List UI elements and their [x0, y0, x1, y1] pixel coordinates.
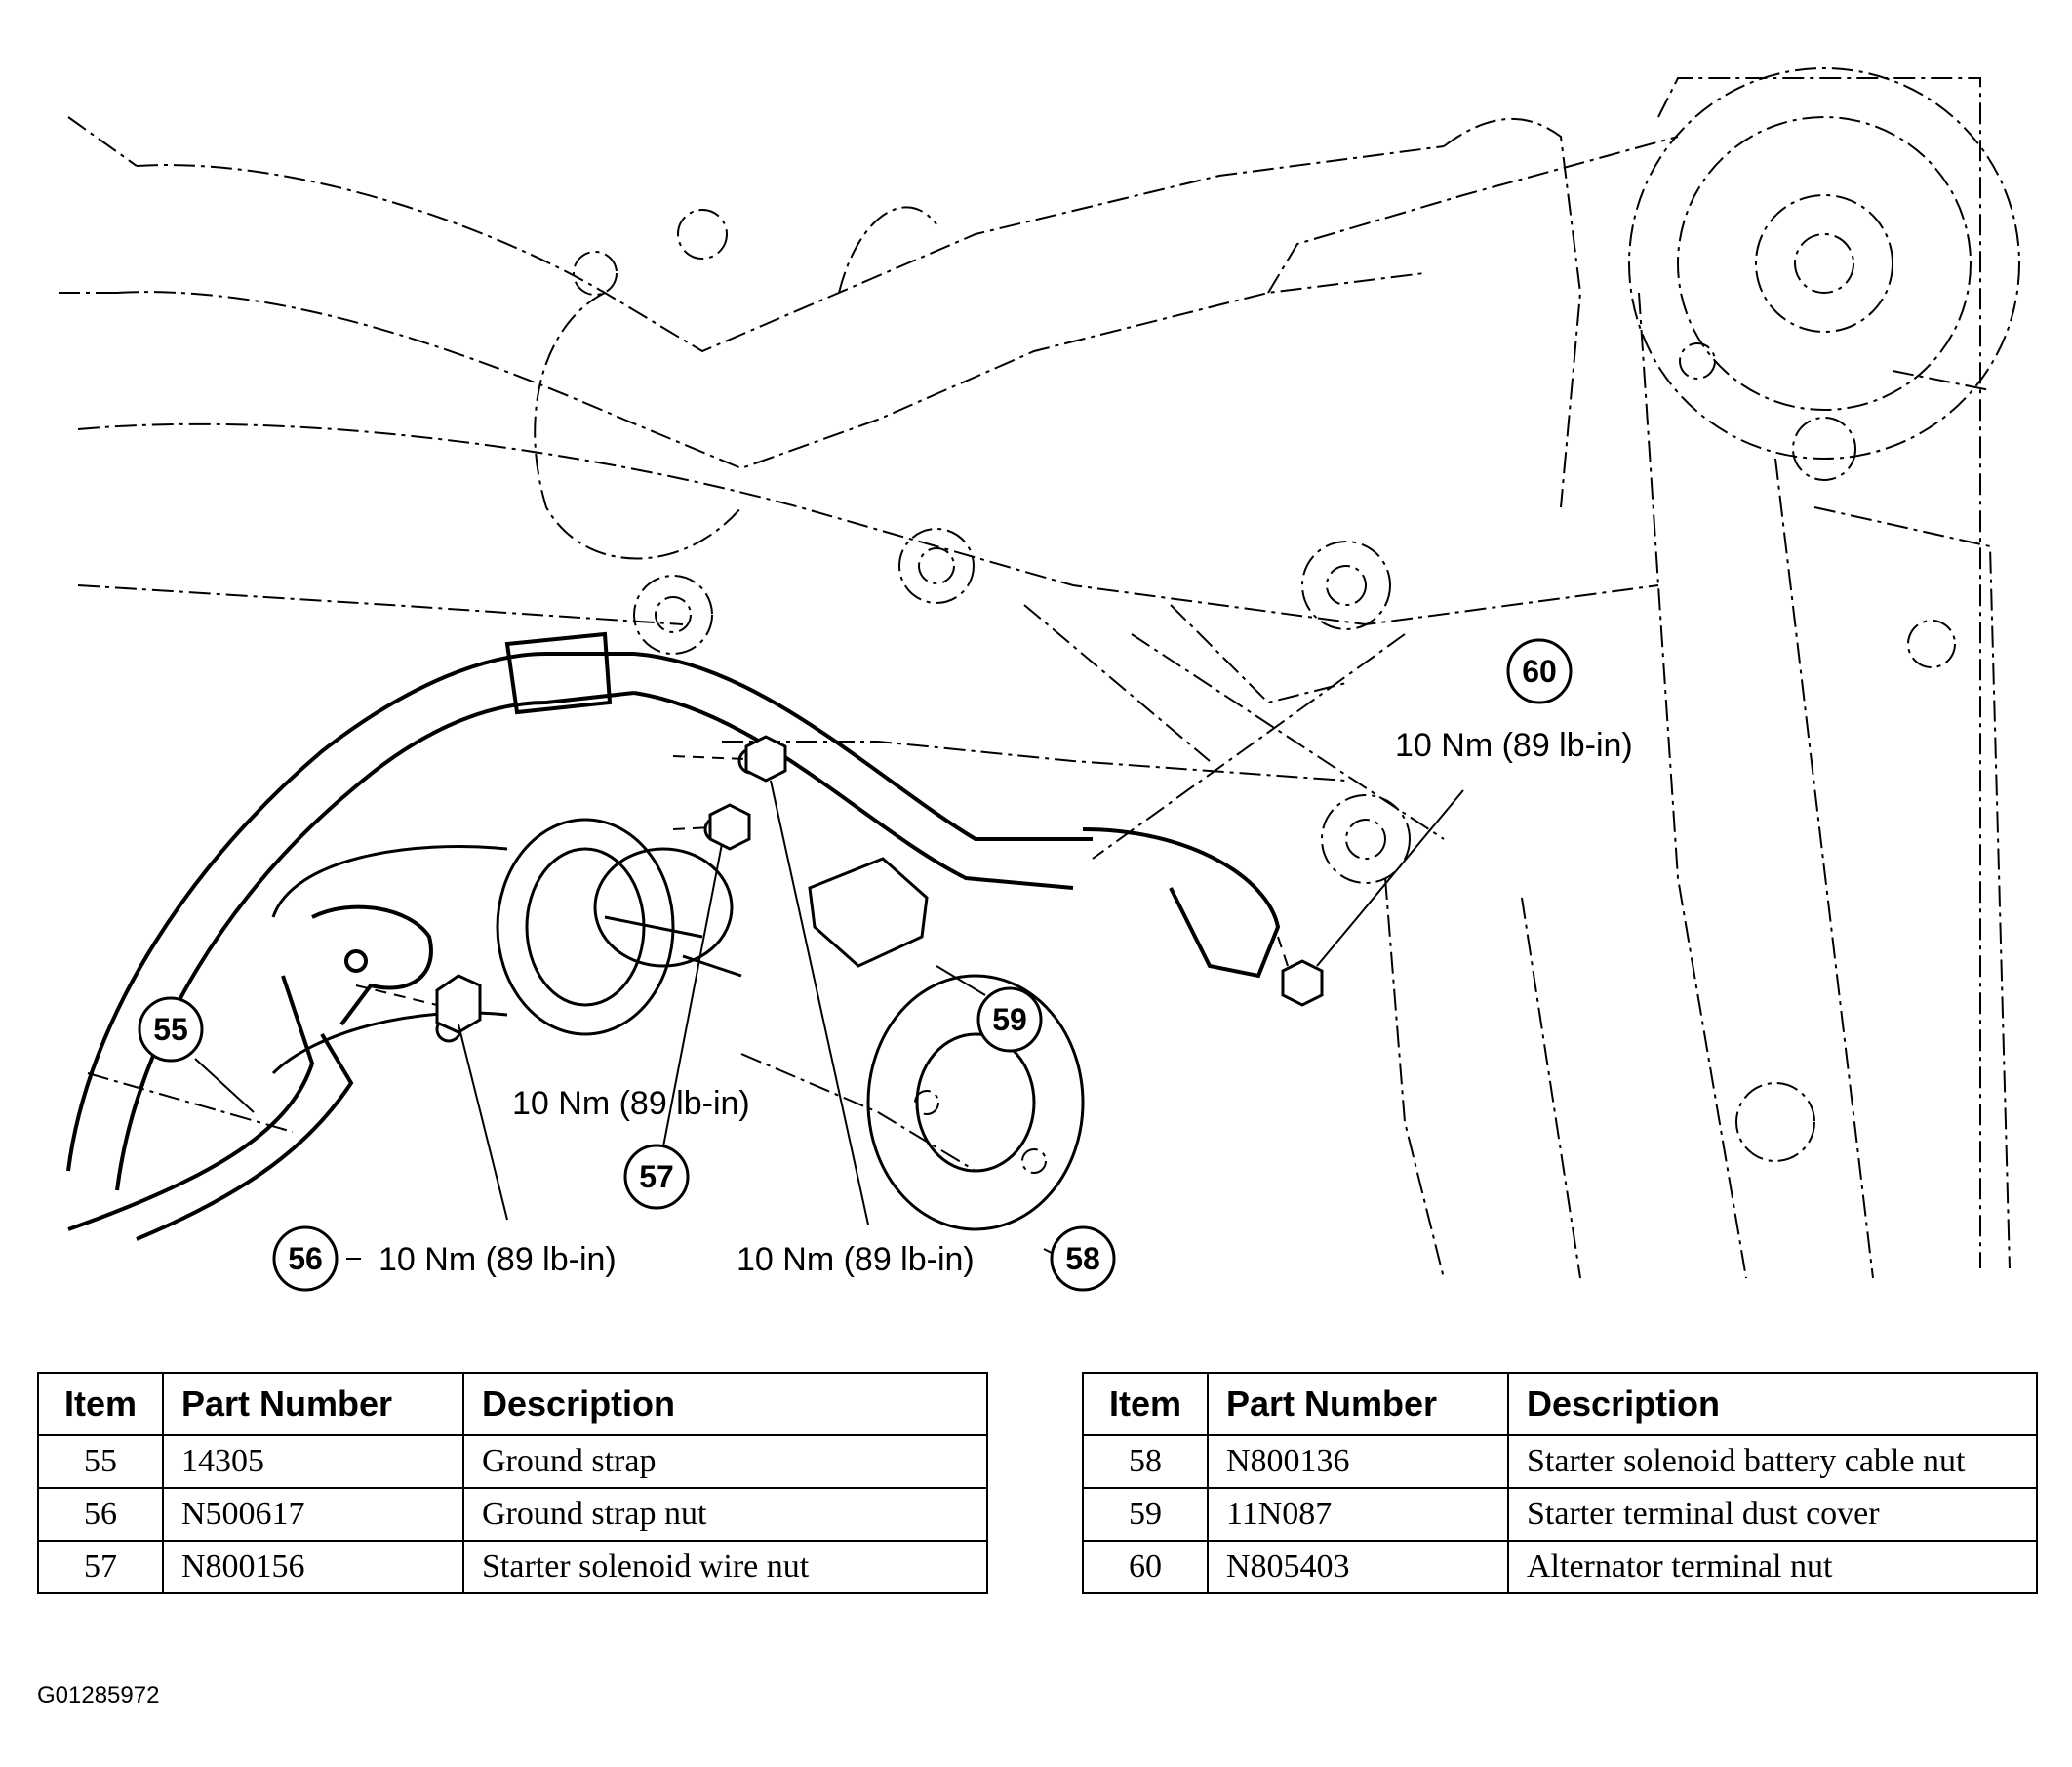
cell-part-number: 14305: [162, 1434, 464, 1489]
callout-56: 56 10 Nm (89 lb-in): [272, 1225, 617, 1292]
table-row: 56 N500617 Ground strap nut: [37, 1487, 988, 1542]
callout-55: 55: [138, 996, 204, 1063]
column-header-part-number: Part Number: [1207, 1372, 1509, 1436]
cell-description: Starter solenoid wire nut: [462, 1540, 988, 1594]
ground-strap: [67, 904, 433, 1241]
column-header-description: Description: [1507, 1372, 2038, 1436]
cell-item: 58: [1082, 1434, 1209, 1489]
svg-text:10 Nm (89 lb-in): 10 Nm (89 lb-in): [1395, 727, 1633, 764]
svg-text:57: 57: [639, 1159, 674, 1194]
cell-part-number: N800156: [162, 1540, 464, 1594]
parts-table-left: Item Part Number Description 55 14305 Gr…: [37, 1372, 988, 1594]
table-header-row: Item Part Number Description: [37, 1372, 988, 1436]
column-header-item: Item: [1082, 1372, 1209, 1436]
svg-text:60: 60: [1522, 654, 1557, 689]
svg-text:59: 59: [992, 1002, 1027, 1037]
column-header-item: Item: [37, 1372, 164, 1436]
exploded-view-lines: [355, 755, 1289, 1006]
svg-text:10 Nm (89 lb-in): 10 Nm (89 lb-in): [737, 1241, 975, 1278]
nuts: [435, 735, 1324, 1034]
table-row: 59 11N087 Starter terminal dust cover: [1082, 1487, 2038, 1542]
table-header-row: Item Part Number Description: [1082, 1372, 2038, 1436]
cell-part-number: 11N087: [1207, 1487, 1509, 1542]
cell-item: 55: [37, 1434, 164, 1489]
svg-text:55: 55: [153, 1012, 188, 1047]
cell-part-number: N500617: [162, 1487, 464, 1542]
column-header-description: Description: [462, 1372, 988, 1436]
cell-part-number: N800136: [1207, 1434, 1509, 1489]
figure-id: G01285972: [37, 1682, 160, 1708]
engine-starter-illustration: 55 56 10 Nm (89 lb-in) 10 Nm (89 lb-in) …: [59, 67, 2020, 1292]
table-row: 57 N800156 Starter solenoid wire nut: [37, 1540, 988, 1594]
callout-59: 59: [976, 986, 1043, 1053]
table-row: 60 N805403 Alternator terminal nut: [1082, 1540, 2038, 1594]
table-row: 58 N800136 Starter solenoid battery cabl…: [1082, 1434, 2038, 1489]
svg-text:58: 58: [1065, 1241, 1100, 1276]
svg-text:10 Nm (89 lb-in): 10 Nm (89 lb-in): [512, 1085, 750, 1122]
svg-text:10 Nm (89 lb-in): 10 Nm (89 lb-in): [379, 1241, 617, 1278]
cell-item: 60: [1082, 1540, 1209, 1594]
table-row: 55 14305 Ground strap: [37, 1434, 988, 1489]
cell-part-number: N805403: [1207, 1540, 1509, 1594]
column-header-part-number: Part Number: [162, 1372, 464, 1436]
cell-description: Starter solenoid battery cable nut: [1507, 1434, 2038, 1489]
callout-60: 60 10 Nm (89 lb-in): [1395, 638, 1633, 764]
cell-description: Starter terminal dust cover: [1507, 1487, 2038, 1542]
cell-description: Alternator terminal nut: [1507, 1540, 2038, 1594]
callout-58: 10 Nm (89 lb-in) 58: [737, 1225, 1116, 1292]
svg-text:56: 56: [288, 1241, 323, 1276]
cell-description: Ground strap nut: [462, 1487, 988, 1542]
cell-description: Ground strap: [462, 1434, 988, 1489]
cell-item: 56: [37, 1487, 164, 1542]
engine-background-linework: [59, 67, 2020, 1279]
battery-cable: [66, 631, 1281, 1191]
parts-table-right: Item Part Number Description 58 N800136 …: [1082, 1372, 2038, 1594]
callout-57: 10 Nm (89 lb-in) 57: [512, 1085, 750, 1210]
cell-item: 57: [37, 1540, 164, 1594]
cell-item: 59: [1082, 1487, 1209, 1542]
